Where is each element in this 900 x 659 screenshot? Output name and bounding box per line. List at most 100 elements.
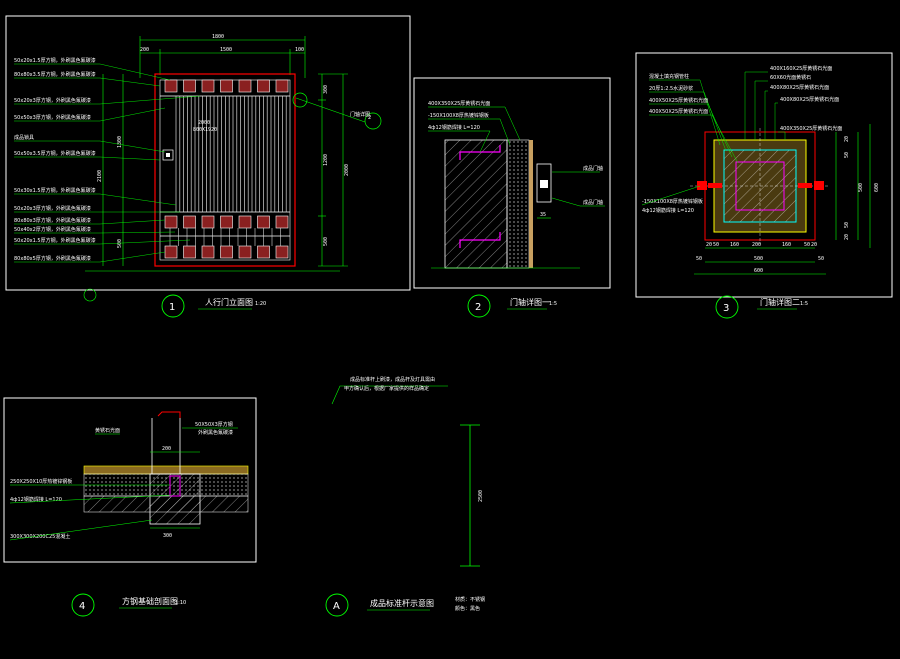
drawing-2-frame [413,77,611,289]
door-square [183,245,196,259]
dim-1800: 1800 [212,34,224,40]
drawing-1-number-circle [161,294,185,318]
drawing-4-frame [3,397,257,563]
drawing-3-dim: 20 [811,242,817,248]
drawing-2-number-circle [467,294,491,318]
svg-text:250X250X10厚热镀锌钢板: 250X250X10厚热镀锌钢板 [10,478,72,485]
drawing-1-label: 80x80x3.5厚方钢，外刷黑色氟碳漆 [14,71,96,78]
svg-text:2: 2 [475,302,481,313]
drawing-3-left-label: 400X50X25厚黄锈石光面 [649,97,708,104]
svg-text:4ф12钢筋焊接 L=120: 4ф12钢筋焊接 L=120 [10,496,62,503]
drawing-2-title: 门轴详图一 [510,297,550,307]
drawing-3-dim: 160 [730,242,739,248]
drawing-3-dim: 50 [696,256,702,262]
svg-text:400X350X25厚黄锈石光面: 400X350X25厚黄锈石光面 [428,100,490,107]
svg-text:成品门轴: 成品门轴 [583,165,603,172]
drawing-3-label: 400X160X25厚黄锈石光面 [770,65,832,72]
lock-icon [162,149,174,161]
drawing-a-standard-pole: 成品标准杆上刷漆，成品杆及灯具需由 甲方确认后，根据厂家提供的样品确定 2500… [325,376,485,617]
dim-200: 200 [140,47,149,53]
door-square [201,245,215,259]
door-square [220,245,233,259]
svg-text:1:10: 1:10 [175,600,186,606]
door-square [183,215,196,229]
drawing-3-dim: 50 [713,242,719,248]
drawing-1-title: 人行门立面图 [205,297,253,307]
drawing-3-dim: 200 [752,242,761,248]
door-square [201,215,215,229]
drawing-3-frame [635,52,893,298]
dim-800x1920: 800X1920 [193,127,217,133]
drawing-3-dim: 500 [754,256,763,262]
drawing-3-hinge-plan: 400X160X25厚黄锈石光面 60X60光面黄锈石 400X80X25厚黄锈石光… [635,52,893,319]
drawing-1-label: 50x20x3厚方钢，外刷黑色氟碳漆 [14,205,91,212]
door-square [201,79,215,93]
concrete-footing [149,473,201,525]
svg-text:3: 3 [723,303,729,314]
drawing-1-label: 80x80x3厚方钢，外刷黑色氟碳漆 [14,217,91,224]
drawing-1-label: 50x50x3.5厚方钢，外刷黑色氟碳漆 [14,150,96,157]
door-square [275,215,289,229]
drawing-3-label: 400X80X25厚黄锈石光面 [770,84,829,91]
dim-100: 100 [295,47,304,53]
svg-text:50: 50 [844,152,850,158]
svg-text:外刷黑色氟碳漆: 外刷黑色氟碳漆 [198,429,233,436]
svg-text:600: 600 [874,183,880,192]
door-square [238,215,252,229]
drawing-3-dim: 50 [818,256,824,262]
svg-text:20: 20 [844,136,850,142]
level-marker [83,288,97,302]
dim-right-1200: 1200 [323,154,329,166]
svg-text:-150X100X8厚热镀锌钢板: -150X100X8厚热镀锌钢板 [642,198,703,205]
concrete-column [444,139,508,269]
door-square [220,79,233,93]
svg-text:500: 500 [858,183,864,192]
door-vertical-bars [160,95,290,246]
drawing-3-label: 400X80X25厚黄锈石光面 [780,96,839,103]
svg-text:黄锈石光面: 黄锈石光面 [95,427,120,434]
svg-text:甲方确认后，根据厂家提供的样品确定: 甲方确认后，根据厂家提供的样品确定 [344,385,429,392]
door-square [238,79,252,93]
drawing-4-foundation-section: 200 300 50X50X3厚方钢 外刷黑色氟碳漆 黄锈石光面 250X250… [3,397,257,617]
svg-text:A: A [333,601,340,612]
drawing-3-label: 60X60光面黄锈石 [770,74,811,81]
svg-text:50: 50 [844,222,850,228]
drawing-3-dim: 160 [782,242,791,248]
svg-text:2: 2 [368,115,371,121]
drawing-1-label: 50x20x1.5厚方钢，外刷黑色氟碳漆 [14,57,96,64]
paving-layer [83,465,249,475]
drawing-a-title: 成品标准杆示意图 [370,598,434,608]
dim-right-500: 500 [323,237,329,246]
drawing-a-number-circle [325,593,349,617]
svg-text:成品门轴: 成品门轴 [583,199,603,206]
drawing-3-title: 门轴详图二 [760,297,800,307]
drawing-1-label: 50x30x1.5厚方钢，外刷黑色氟碳漆 [14,187,96,194]
drawing-1-label: 50x20x1.5厚方钢，外刷黑色氟碳漆 [14,237,96,244]
door-square [257,79,270,93]
door-square [220,215,233,229]
drawing-1-number: 1 [169,302,175,313]
drawing-3-label: 400X350X25厚黄锈石光面 [780,125,842,132]
door-square [183,79,196,93]
drawing-1-label: 80x80x5厚方钢，外刷黑色氟碳漆 [14,255,91,262]
drawing-3-left-labels: 混凝土填充钢管柱20厚1:2.5水泥砂浆400X50X25厚黄锈石光面400X5… [649,73,739,164]
svg-text:300X300X200C25混凝土: 300X300X200C25混凝土 [10,533,70,540]
drawing-1-door-elevation: 1800 200 1500 100 2000 800X1920 300 1200… [5,15,411,318]
drawing-3-left-label: 混凝土填充钢管柱 [649,73,689,80]
svg-text:成品标准杆上刷漆，成品杆及灯具需由: 成品标准杆上刷漆，成品杆及灯具需由 [350,376,435,383]
door-top-squares [164,79,289,93]
hinge-plate [536,163,552,203]
drawing-1-frame [5,15,411,291]
dim-left-1300: 1300 [117,136,123,148]
door-square [257,245,270,259]
drawing-3-dim: 20 [706,242,712,248]
svg-text:2500: 2500 [478,490,484,502]
svg-text:门轴详图: 门轴详图 [350,111,370,118]
callout-circle [364,112,382,130]
svg-text:1:5: 1:5 [800,301,808,307]
dim-left-2100: 2100 [97,170,103,182]
svg-text:50X50X3厚方钢: 50X50X3厚方钢 [195,421,233,428]
dim-1500: 1500 [220,47,232,53]
